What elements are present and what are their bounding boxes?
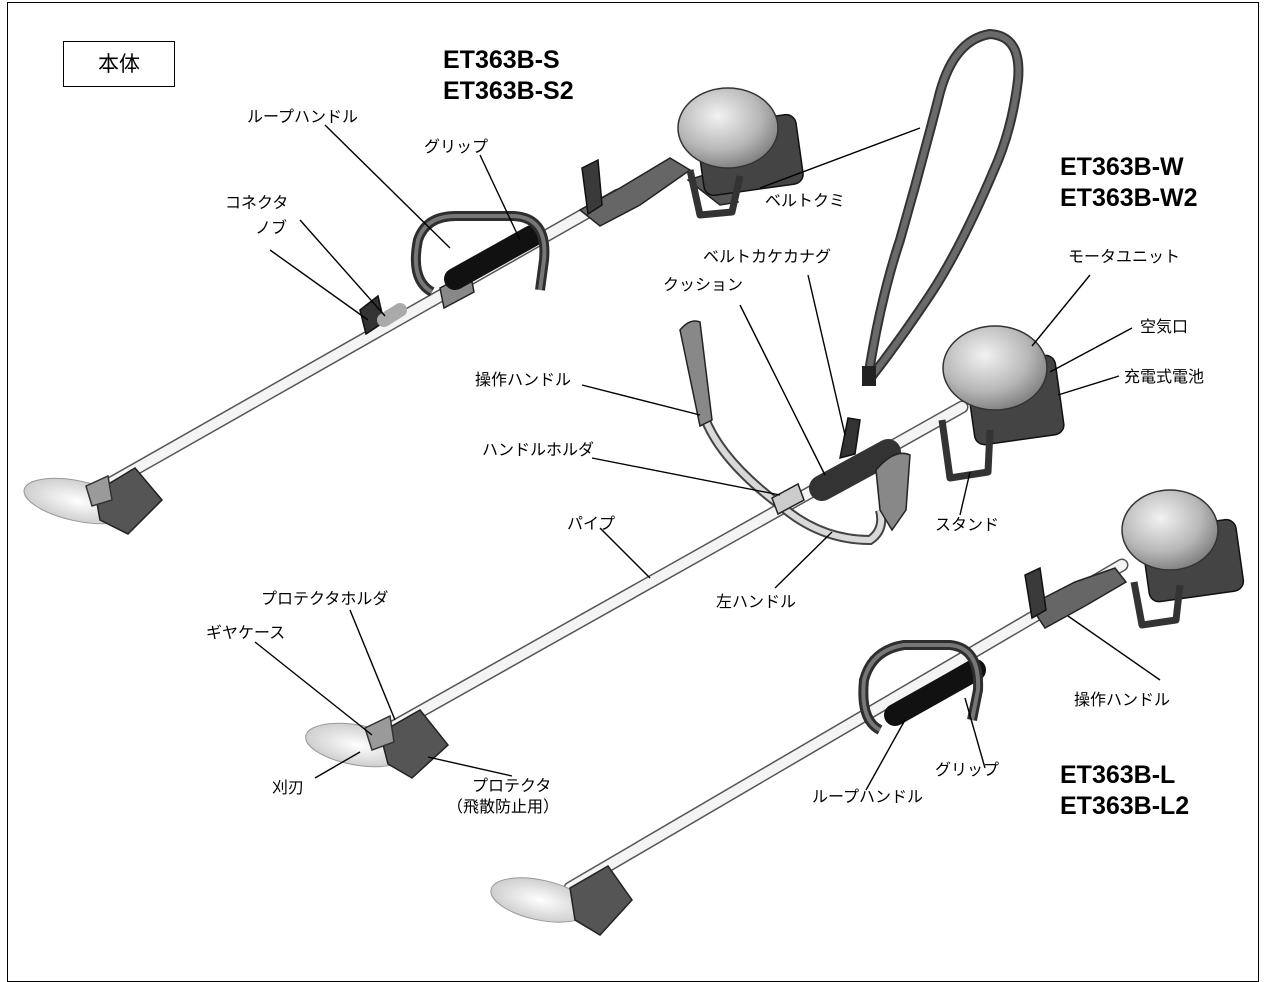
label-protector-holder: プロテクタホルダ xyxy=(261,589,389,608)
label-protector: プロテクタ xyxy=(472,776,552,795)
model-name: ET363B-W2 xyxy=(1060,184,1198,212)
model-name: ET363B-W xyxy=(1060,153,1184,181)
model-group-bottom: ET363B-L ET363B-L2 xyxy=(1060,760,1189,822)
trimmer-top xyxy=(23,87,804,535)
label-handle-holder: ハンドルホルダ xyxy=(482,440,595,459)
model-name: ET363B-S xyxy=(443,46,560,74)
label-belt: ベルトクミ xyxy=(765,191,846,210)
model-group-right: ET363B-W ET363B-W2 xyxy=(1060,152,1198,214)
leader-lines xyxy=(254,124,1161,791)
label-cushion: クッション xyxy=(663,275,744,294)
label-knob: ノブ xyxy=(255,218,288,237)
label-grip-bottom: グリップ xyxy=(935,760,1000,779)
model-name: ET363B-L xyxy=(1060,761,1176,789)
shoulder-belt xyxy=(862,28,1024,386)
label-pipe: パイプ xyxy=(567,514,616,533)
label-loop-handle-top: ループハンドル xyxy=(247,107,359,126)
label-loop-handle-bottom: ループハンドル xyxy=(812,787,924,806)
trimmer-middle xyxy=(305,320,1065,779)
label-air-vent: 空気口 xyxy=(1140,317,1189,336)
label-control-handle-bottom: 操作ハンドル xyxy=(1074,690,1171,709)
label-control-handle-mid: 操作ハンドル xyxy=(475,370,572,389)
label-left-handle: 左ハンドル xyxy=(716,592,797,611)
trimmer-bottom xyxy=(490,489,1245,936)
model-name: ET363B-L2 xyxy=(1060,792,1190,820)
label-blade: 刈刃 xyxy=(272,778,305,797)
label-motor-unit: モータユニット xyxy=(1068,247,1181,266)
model-group-top: ET363B-S ET363B-S2 xyxy=(443,45,574,107)
label-protector-note: （飛散防止用） xyxy=(447,797,560,816)
label-belt-hook: ベルトカケカナグ xyxy=(703,247,832,266)
label-connector: コネクタ xyxy=(225,193,289,212)
section-title: 本体 xyxy=(63,41,175,87)
label-grip-top: グリップ xyxy=(424,137,489,156)
model-name: ET363B-S2 xyxy=(443,77,574,105)
label-stand: スタンド xyxy=(935,515,1000,534)
label-battery: 充電式電池 xyxy=(1124,367,1205,386)
label-gear-case: ギヤケース xyxy=(206,623,286,642)
